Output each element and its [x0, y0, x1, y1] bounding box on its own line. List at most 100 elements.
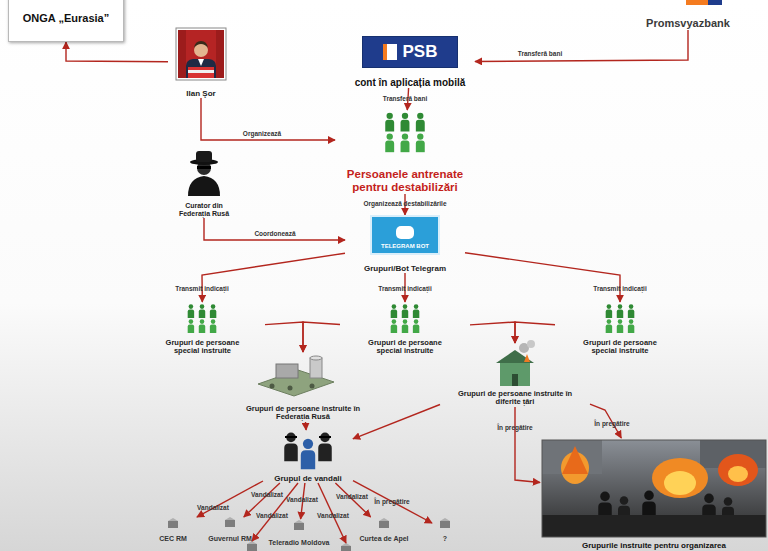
- node-text: Grupuri de persoane special instruite: [359, 339, 451, 356]
- node-text: Grupuri de persoane special instruite: [574, 339, 666, 356]
- arrow-connector: [353, 481, 432, 523]
- building-icon: [168, 517, 450, 551]
- trained-group: Grupuri de persoane special instruite: [555, 302, 685, 356]
- portrait-photo: [194, 41, 208, 48]
- node-text: ?: [443, 535, 447, 543]
- edge-label: Transferă bani: [383, 96, 427, 103]
- damaged-house-icon: [500, 362, 530, 386]
- vandal-icon: [319, 436, 331, 438]
- portrait-photo: [186, 59, 216, 78]
- damaged-house-icon: [512, 374, 518, 386]
- portrait-photo: [176, 28, 226, 80]
- riot-photo-image: [542, 440, 766, 537]
- riot-photo: Grupurile instruite pentru organizarea: [540, 438, 768, 550]
- node-text: Grupuri/Bot Telegram: [364, 264, 446, 273]
- building-icon: [440, 518, 450, 528]
- vandal-icon: [284, 433, 332, 470]
- edge-label: În pregătire: [497, 425, 532, 432]
- riot-photo-image: [652, 458, 708, 498]
- edge-label: Vandalizat: [286, 497, 318, 504]
- portrait-photo: [176, 28, 226, 80]
- node-text: Teleradio Moldova: [269, 539, 330, 547]
- people-icon: [188, 304, 217, 333]
- arrow-connector: [515, 322, 555, 343]
- arrow-connector: [265, 322, 303, 352]
- node-text: TELEGRAM BOT: [370, 215, 440, 255]
- portrait-photo: [216, 30, 224, 78]
- vandal-group: Grupul de vandali: [263, 430, 353, 483]
- building-icon: [225, 517, 235, 527]
- riot-photo-image: [728, 466, 748, 482]
- riot-photo-image: [542, 440, 766, 537]
- node-text: PSB: [362, 36, 458, 68]
- riot-photo-image: [664, 471, 696, 495]
- arrow-connector: [303, 322, 340, 352]
- edge-label: Transmit indicații: [378, 286, 431, 293]
- people-icon: [391, 304, 420, 333]
- curator-icon: [188, 176, 220, 196]
- damaged-house-icon: [496, 350, 534, 363]
- vandal-arrow: [252, 483, 298, 541]
- arrow-connector: [305, 422, 307, 430]
- target-site: Curtea de Apel: [350, 517, 418, 543]
- edge-label: Vandalizat: [336, 494, 368, 501]
- training-camp-icon: [310, 358, 322, 378]
- edge-label: În pregătire: [594, 421, 629, 428]
- node-text: Ilan Şor: [186, 89, 215, 98]
- people-icon: [188, 113, 635, 333]
- curator-icon: [197, 166, 211, 169]
- training-camp-icon: [310, 384, 315, 389]
- edge-label: În pregătire: [374, 499, 409, 506]
- node-text: Grupuri de persoane instruite în diferit…: [449, 390, 581, 407]
- curator-icon: [188, 151, 220, 196]
- riot-photo-image: [542, 440, 766, 537]
- node-text: Grupuri de persoane special instruite: [157, 339, 249, 356]
- edge-label: Transferă bani: [518, 51, 562, 58]
- target-site: ?: [432, 517, 458, 543]
- arrow-connector: [465, 253, 620, 302]
- arrow-connector: [204, 218, 345, 240]
- arrow-connector: [353, 405, 440, 439]
- bank-logo-mark: [686, 0, 722, 5]
- node-text: Grupul de vandali: [274, 474, 342, 483]
- training-camp-icon: [310, 356, 322, 360]
- node-text: Curator din Federația Rusă: [173, 202, 235, 218]
- damaged-house-icon: [496, 340, 535, 386]
- portrait-photo: [188, 70, 214, 73]
- bank-logo: Promsvyazbank: [628, 0, 748, 30]
- riot-photo-image: [562, 446, 588, 474]
- portrait-photo: [178, 30, 224, 78]
- training-camp-icon: [258, 356, 334, 396]
- node-text: Grupuri de persoane instruite în Federaț…: [244, 405, 362, 422]
- node-text: ONGA „Eurasia”: [23, 12, 109, 25]
- bank-app: PSB cont în aplicația mobilă: [345, 36, 475, 88]
- building-icon: [379, 518, 389, 528]
- damaged-house-icon: [524, 354, 530, 362]
- trained-group: Grupuri de persoane special instruite: [340, 302, 470, 356]
- arrow-connector: [66, 42, 168, 62]
- portrait-photo: [198, 59, 204, 66]
- riot-photo-image: [718, 454, 758, 486]
- arrow-label: Vandalizat: [256, 513, 288, 520]
- russia-trained-group: Grupuri de persoane instruite în Federaț…: [228, 352, 378, 422]
- edge-label: Transmit indicații: [175, 286, 228, 293]
- node-text: cont în aplicația mobilă: [355, 77, 466, 89]
- bank-logo-mark: [686, 0, 708, 5]
- building-icon: [294, 520, 304, 530]
- edge-label: Vandalizat: [197, 505, 229, 512]
- node-text: Persoanele antrenate pentru destabilizăr…: [335, 168, 475, 194]
- abroad-trained-group: Grupuri de persoane instruite în diferit…: [440, 343, 590, 407]
- bank-logo-mark: [708, 0, 722, 5]
- vandal-icon: [284, 433, 298, 462]
- building-icon: [341, 543, 351, 551]
- building-icon: [168, 518, 178, 528]
- target-site: Guvernul RM: [200, 517, 260, 543]
- telegram-bot: TELEGRAM BOT Grupuri/Bot Telegram: [345, 215, 465, 273]
- riot-photo-image: [642, 491, 656, 520]
- vandal-icon: [318, 433, 332, 462]
- people-group: Persoanele antrenate pentru destabilizăr…: [335, 110, 475, 194]
- edge-label: Organizează destabilizările: [363, 201, 446, 208]
- portrait-photo: [178, 30, 186, 78]
